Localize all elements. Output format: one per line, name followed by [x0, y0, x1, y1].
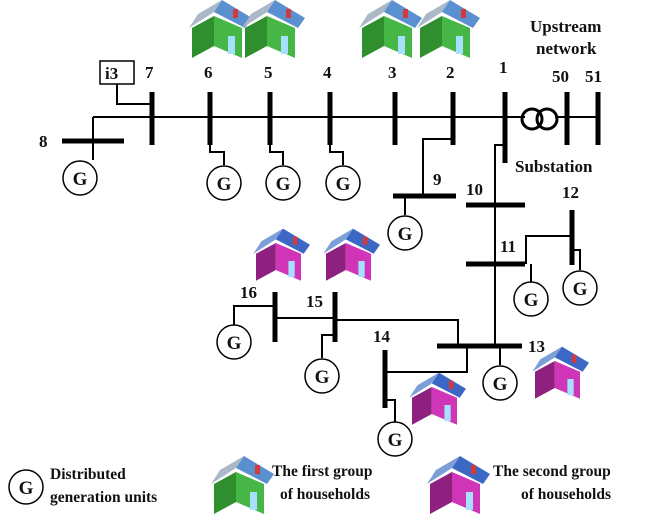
legend: G Distributed generation units The first…: [8, 456, 611, 514]
bus-label-16: 16: [240, 283, 257, 302]
legend-group1-line1: The first group: [272, 463, 372, 480]
branch-15-16: [233, 305, 335, 358]
legend-group2-line1: The second group: [493, 463, 611, 480]
branch-1-13: [494, 144, 505, 346]
legend-group2-line2: of households: [521, 486, 611, 503]
i3-label: i3: [105, 64, 118, 83]
bus-label-4: 4: [323, 63, 332, 82]
bus-label-1: 1: [499, 58, 508, 77]
legend-dg-line2: generation units: [50, 489, 157, 506]
bus-label-5: 5: [264, 63, 273, 82]
upstream-label-line2: network: [536, 39, 597, 58]
bus-label-50: 50: [552, 67, 569, 86]
house-icon: [323, 228, 380, 281]
generator-icon: G: [62, 160, 98, 196]
generator-icon: G: [325, 165, 361, 201]
svg-text:G: G: [573, 279, 588, 300]
house-icon: [242, 0, 305, 58]
svg-text:G: G: [217, 174, 232, 195]
bus-label-14: 14: [373, 327, 391, 346]
bus-label-8: 8: [39, 132, 48, 151]
bus-label-10: 10: [466, 180, 483, 199]
bus-label-15: 15: [306, 292, 323, 311]
generator-icon: G: [216, 324, 252, 360]
transformer-icon: [520, 107, 559, 131]
bus-label-7: 7: [145, 63, 154, 82]
house-icon: [359, 0, 422, 58]
branch-11-12: [525, 235, 581, 282]
branch-14-gen: [385, 399, 396, 422]
bus-label-6: 6: [204, 63, 213, 82]
legend-group1-line2: of households: [280, 486, 370, 503]
bus-label-12: 12: [562, 183, 579, 202]
svg-text:G: G: [493, 374, 508, 395]
generator-icon: G: [562, 270, 598, 306]
bus8-branch: [92, 84, 152, 160]
svg-text:G: G: [227, 333, 242, 354]
branch-2-9: [404, 138, 453, 215]
svg-text:G: G: [73, 169, 88, 190]
svg-text:G: G: [315, 367, 330, 388]
upstream-label-line1: Upstream: [530, 17, 601, 36]
legend-house-group1-icon: [211, 456, 274, 514]
generator-icon: G: [206, 165, 242, 201]
generator-icon: G: [387, 215, 423, 251]
svg-text:G: G: [276, 174, 291, 195]
house-icon: [253, 228, 310, 281]
svg-text:G: G: [19, 478, 34, 499]
bus-label-11: 11: [500, 237, 516, 256]
svg-text:G: G: [336, 174, 351, 195]
generator-icon: G: [265, 165, 301, 201]
house-icon: [417, 0, 480, 58]
generator-icon: G: [377, 421, 413, 457]
legend-dg-line1: Distributed: [50, 466, 126, 483]
generator-drops-main: [209, 145, 344, 165]
legend-house-group2-icon: [427, 456, 490, 514]
svg-text:G: G: [524, 290, 539, 311]
svg-text:G: G: [388, 430, 403, 451]
branch-13: [335, 319, 501, 373]
bus-bars-main: [62, 92, 601, 163]
generator-icon: G: [304, 358, 340, 394]
substation-label: Substation: [515, 157, 593, 176]
legend-generator-icon: G: [8, 469, 44, 505]
house-icon: [189, 0, 252, 58]
i3-box: [99, 60, 135, 85]
svg-text:G: G: [398, 224, 413, 245]
generator-icon: G: [513, 281, 549, 317]
bus-label-2: 2: [446, 63, 455, 82]
bus-label-13: 13: [528, 337, 545, 356]
bus-label-51: 51: [585, 67, 602, 86]
bus-label-3: 3: [388, 63, 397, 82]
generator-icon: G: [482, 365, 518, 401]
bus-label-9: 9: [433, 170, 442, 189]
house-icon: [409, 372, 466, 425]
